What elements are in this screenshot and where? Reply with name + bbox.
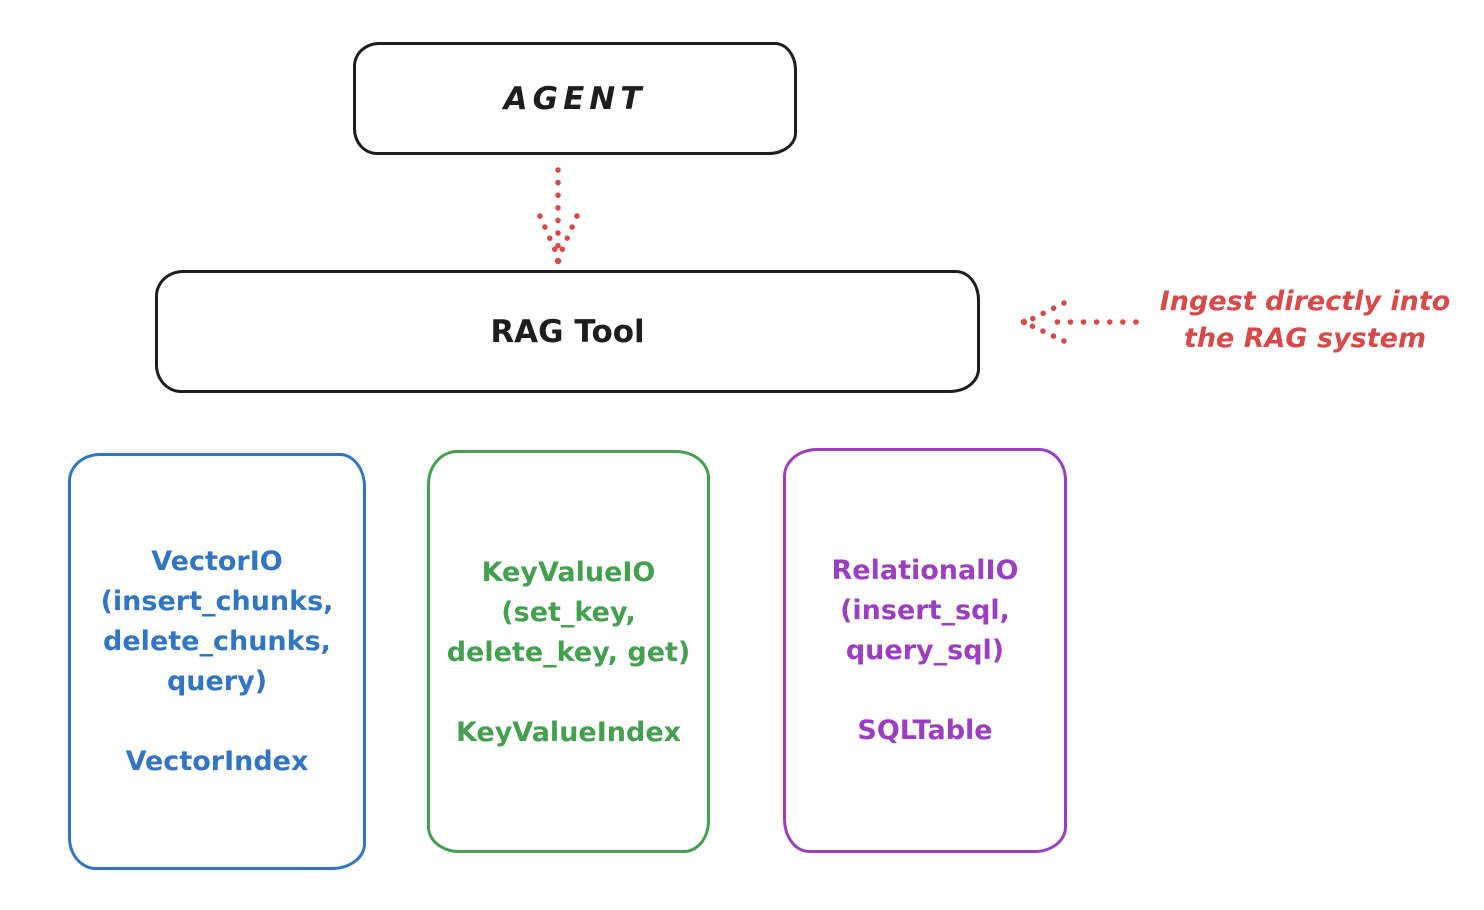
dotted-arrow-left-icon bbox=[1020, 300, 1139, 344]
store-line: query) bbox=[166, 666, 268, 697]
store-line: KeyValueIO bbox=[481, 557, 656, 588]
store-line: delete_chunks, bbox=[103, 626, 331, 657]
ingest-annotation-line2: the RAG system bbox=[1183, 323, 1427, 354]
store-line: (set_key, bbox=[501, 597, 636, 628]
dotted-arrow-down-icon bbox=[537, 167, 580, 265]
agent-box: AGENT bbox=[353, 42, 797, 155]
ingest-annotation-line1: Ingest directly into bbox=[1159, 286, 1451, 317]
key-value-io-box: KeyValueIO (set_key, delete_key, get) Ke… bbox=[427, 450, 710, 853]
key-value-index-label: KeyValueIndex bbox=[455, 717, 682, 748]
rag-tool-label: RAG Tool bbox=[490, 313, 645, 350]
ingest-annotation: Ingest directly into the RAG system bbox=[1130, 283, 1480, 357]
relational-io-box: RelationalIO (insert_sql, query_sql) SQL… bbox=[783, 448, 1067, 853]
vector-index-label: VectorIndex bbox=[125, 746, 309, 777]
store-line: (insert_chunks, bbox=[100, 586, 334, 617]
rag-tool-box: RAG Tool bbox=[155, 270, 980, 393]
store-line: VectorIO bbox=[151, 546, 283, 577]
agent-label: AGENT bbox=[503, 80, 647, 117]
store-line: query_sql) bbox=[845, 635, 1005, 666]
store-line: delete_key, get) bbox=[446, 637, 691, 668]
vector-io-box: VectorIO (insert_chunks, delete_chunks, … bbox=[68, 453, 366, 870]
store-line: (insert_sql, bbox=[840, 595, 1010, 626]
sql-table-label: SQLTable bbox=[857, 715, 993, 746]
store-line: RelationalIO bbox=[831, 555, 1019, 586]
